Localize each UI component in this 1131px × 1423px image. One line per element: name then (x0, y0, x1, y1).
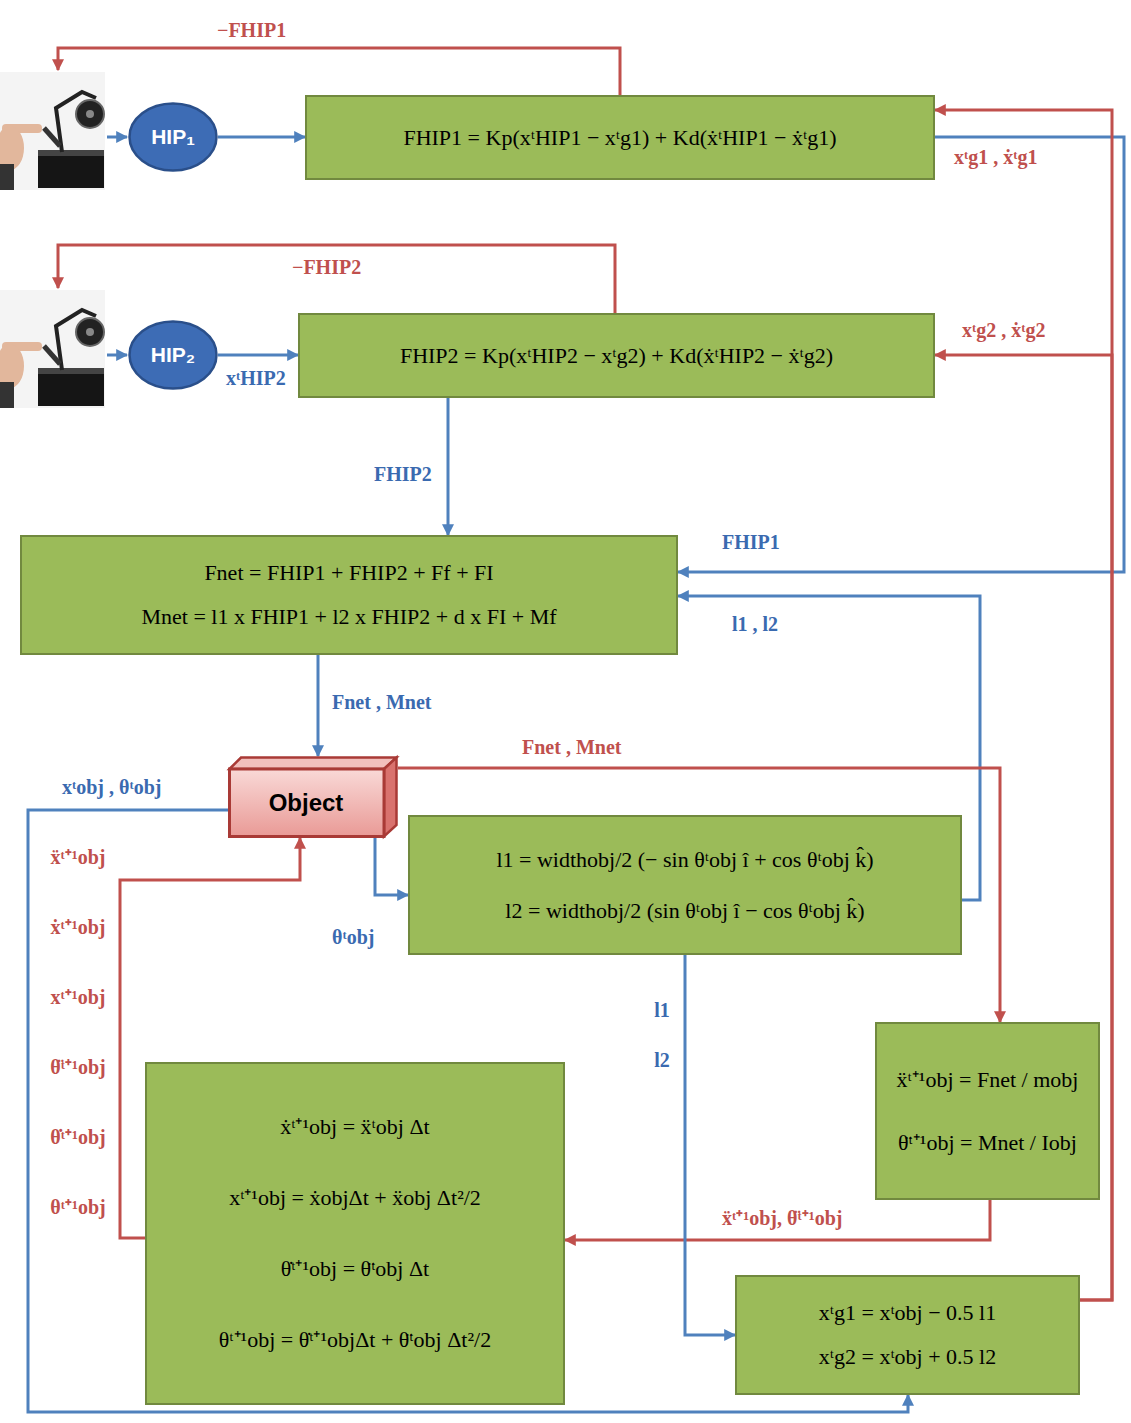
signal-label: xᵗHIP2 (224, 366, 288, 390)
formula-text: θ̈ᵗ⁺¹obj = Mnet / Iobj (898, 1129, 1077, 1157)
formula-text: xᵗg1 = xᵗobj − 0.5 l1 (819, 1299, 996, 1327)
input-arrow (107, 136, 127, 139)
signal-label: l1 l2 (645, 985, 679, 1085)
process-box: xᵗg1 = xᵗobj − 0.5 l1 xᵗg2 = xᵗobj + 0.5 … (735, 1275, 1080, 1395)
signal-label: ẍᵗ⁺¹obj ẋᵗ⁺¹obj xᵗ⁺¹obj θ̈ᵗ⁺¹obj θ̇ᵗ⁺¹ob… (40, 822, 116, 1242)
feedback-line (58, 48, 620, 95)
signal-label: θᵗobj (330, 925, 376, 949)
process-box: FHIP2 = Kp(xᵗHIP2 − xᵗg2) + Kd(ẋᵗHIP2 − … (298, 313, 935, 398)
formula-text: ẋᵗ⁺¹obj = ẍᵗobj Δt (280, 1113, 429, 1141)
formula-text: ẍᵗ⁺¹obj = Fnet / mobj (897, 1066, 1079, 1094)
haptic-device-illustration (0, 290, 105, 408)
signal-connector (375, 838, 408, 895)
object-box: Object (228, 756, 398, 838)
formula-text: FHIP2 = Kp(xᵗHIP2 − xᵗg2) + Kd(ẋᵗHIP2 − … (400, 342, 833, 370)
signal-connector (218, 354, 298, 357)
formula-text: θ̇ᵗ⁺¹obj = θ̈ᵗobj Δt (281, 1255, 430, 1283)
signal-connector (685, 955, 735, 1335)
signal-label: xᵗobj , θᵗobj (60, 775, 163, 799)
signal-label: l1 , l2 (730, 612, 780, 636)
process-box: Fnet = FHIP1 + FHIP2 + Ff + FI Mnet = l1 … (20, 535, 678, 655)
signal-connector (398, 768, 1000, 1022)
process-box: ẋᵗ⁺¹obj = ẍᵗobj Δt xᵗ⁺¹obj = ẋobjΔt + ẍob… (145, 1062, 565, 1405)
input-arrow (107, 354, 127, 357)
process-box: ẍᵗ⁺¹obj = Fnet / mobj θ̈ᵗ⁺¹obj = Mnet / I… (875, 1022, 1100, 1200)
feedback-force-label: −FHIP1 (215, 18, 288, 42)
process-box: FHIP1 = Kp(xᵗHIP1 − xᵗg1) + Kd(ẋᵗHIP1 − … (305, 95, 935, 180)
device-circle: HIP₁ (128, 102, 218, 172)
haptic-device-illustration (0, 72, 105, 190)
formula-text: l1 = widthobj/2 (− sin θᵗobj î + cos θᵗo… (496, 846, 873, 874)
signal-connector (317, 655, 320, 756)
formula-text: Object (269, 788, 344, 818)
formula-text: HIP₂ (151, 342, 195, 368)
process-box: l1 = widthobj/2 (− sin θᵗobj î + cos θᵗo… (408, 815, 962, 955)
formula-text: Mnet = l1 x FHIP1 + l2 x FHIP2 + d x FI … (141, 603, 556, 631)
feedback-force-label: −FHIP2 (290, 255, 363, 279)
formula-text: FHIP1 = Kp(xᵗHIP1 − xᵗg1) + Kd(ẋᵗHIP1 − … (403, 124, 836, 152)
signal-label: FHIP1 (720, 530, 782, 554)
signal-label: Fnet , Mnet (520, 735, 623, 759)
signal-label: FHIP2 (372, 462, 434, 486)
signal-label: xᵗg2 , ẋᵗg2 (960, 318, 1047, 342)
formula-text: xᵗg2 = xᵗobj + 0.5 l2 (819, 1343, 996, 1371)
signal-connector (565, 1200, 990, 1240)
formula-text: θᵗ⁺¹obj = θ̇ᵗ⁺¹objΔt + θ̈ᵗobj Δt²/2 (219, 1326, 491, 1354)
signal-label: Fnet , Mnet (330, 690, 433, 714)
device-circle: HIP₂ (128, 320, 218, 390)
formula-text: xᵗ⁺¹obj = ẋobjΔt + ẍobj Δt²/2 (229, 1184, 481, 1212)
formula-text: Fnet = FHIP1 + FHIP2 + Ff + FI (204, 559, 493, 587)
signal-label: xᵗg1 , ẋᵗg1 (952, 145, 1039, 169)
signal-connector (447, 398, 450, 535)
feedback-line (58, 245, 615, 313)
formula-text: HIP₁ (151, 124, 195, 150)
signal-connector (218, 136, 305, 139)
formula-text: l2 = widthobj/2 (sin θᵗobj î − cos θᵗobj… (505, 897, 864, 925)
signal-label: ẍᵗ⁺¹obj, θ̈ᵗ⁺¹obj (720, 1206, 844, 1230)
